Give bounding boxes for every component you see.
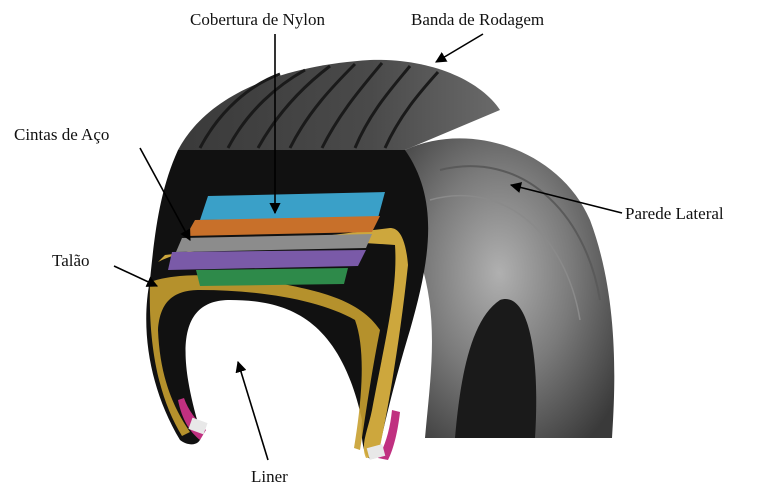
arrow-liner — [238, 362, 268, 460]
label-tread: Banda de Rodagem — [411, 11, 544, 28]
tire-tread — [178, 60, 500, 150]
label-liner: Liner — [251, 468, 288, 485]
arrow-tread — [436, 34, 483, 62]
label-bead: Talão — [52, 252, 90, 269]
label-sidewall: Parede Lateral — [625, 205, 724, 222]
green-layer — [196, 268, 348, 286]
label-steel-belts: Cintas de Aço — [14, 126, 109, 143]
label-nylon-cover: Cobertura de Nylon — [190, 11, 325, 28]
nylon-cover-layer — [200, 192, 385, 220]
